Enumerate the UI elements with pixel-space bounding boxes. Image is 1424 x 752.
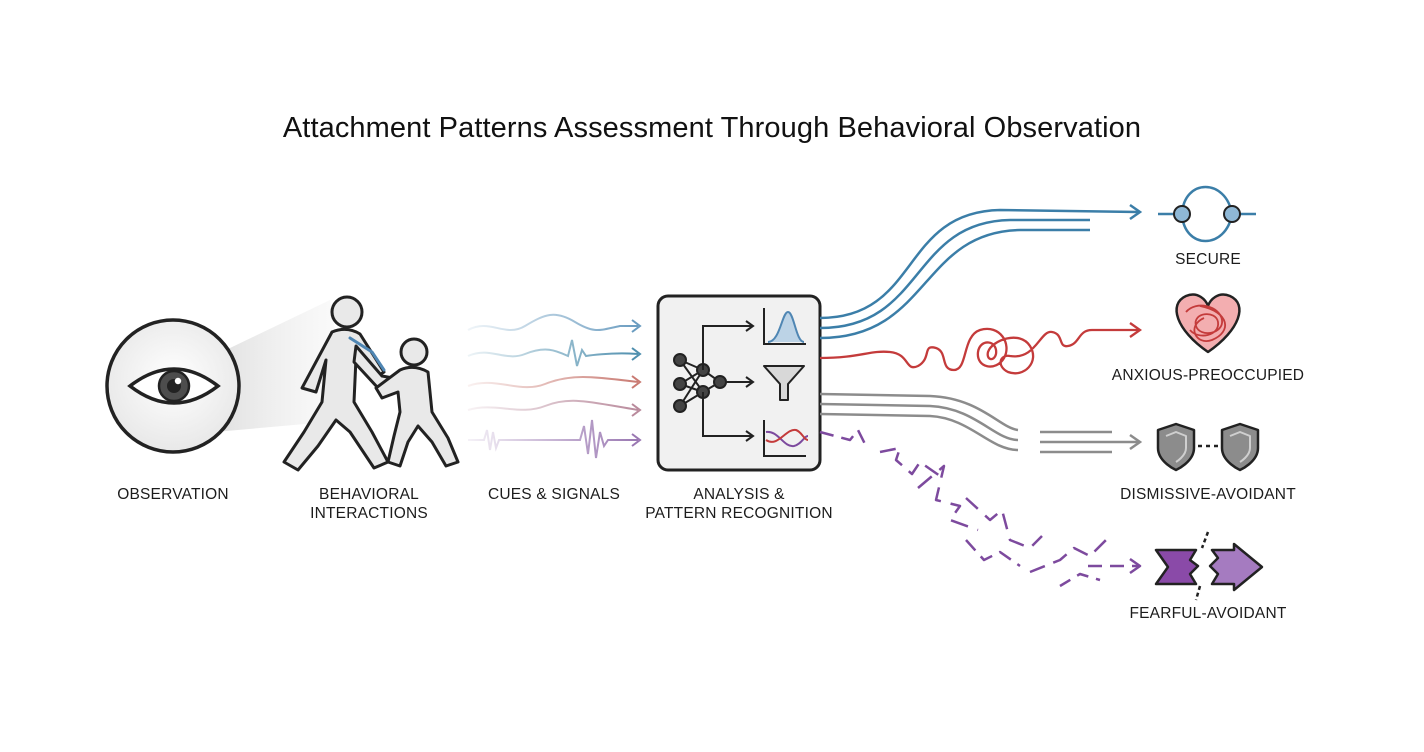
outcome-label-anxious: ANXIOUS-PREOCCUPIED bbox=[1111, 367, 1305, 384]
stage-label-cues: CUES & SIGNALS bbox=[487, 486, 620, 503]
fearful-flow-zigzag bbox=[819, 428, 1142, 588]
interaction-figures-icon bbox=[282, 295, 460, 472]
outcome-label-secure: SECURE bbox=[1175, 251, 1241, 268]
dismissive-flow-lines bbox=[819, 392, 1143, 454]
cue-signals bbox=[467, 313, 642, 459]
stage-label-analysis-line1: ANALYSIS & bbox=[693, 486, 785, 503]
stage-label-interactions-line1: BEHAVIORAL bbox=[319, 486, 419, 503]
observation-eye-icon bbox=[105, 300, 350, 454]
stage-label-interactions-line2: INTERACTIONS bbox=[310, 505, 428, 522]
broken-arrows-icon bbox=[1154, 531, 1264, 601]
secure-flow-lines bbox=[819, 203, 1143, 340]
stage-label-analysis-line2: PATTERN RECOGNITION bbox=[645, 505, 833, 522]
shields-icon bbox=[1156, 422, 1260, 472]
tangled-heart-icon bbox=[1175, 293, 1241, 354]
analysis-panel-icon bbox=[656, 294, 822, 472]
outcome-label-fearful: FEARFUL-AVOIDANT bbox=[1129, 605, 1287, 622]
stage-label-observation: OBSERVATION bbox=[117, 486, 229, 503]
page-title: Attachment Patterns Assessment Through B… bbox=[282, 112, 1142, 144]
outcome-label-dismissive: DISMISSIVE-AVOIDANT bbox=[1120, 486, 1296, 503]
connected-circles-icon bbox=[1158, 185, 1256, 243]
anxious-flow-tangle bbox=[819, 322, 1143, 375]
